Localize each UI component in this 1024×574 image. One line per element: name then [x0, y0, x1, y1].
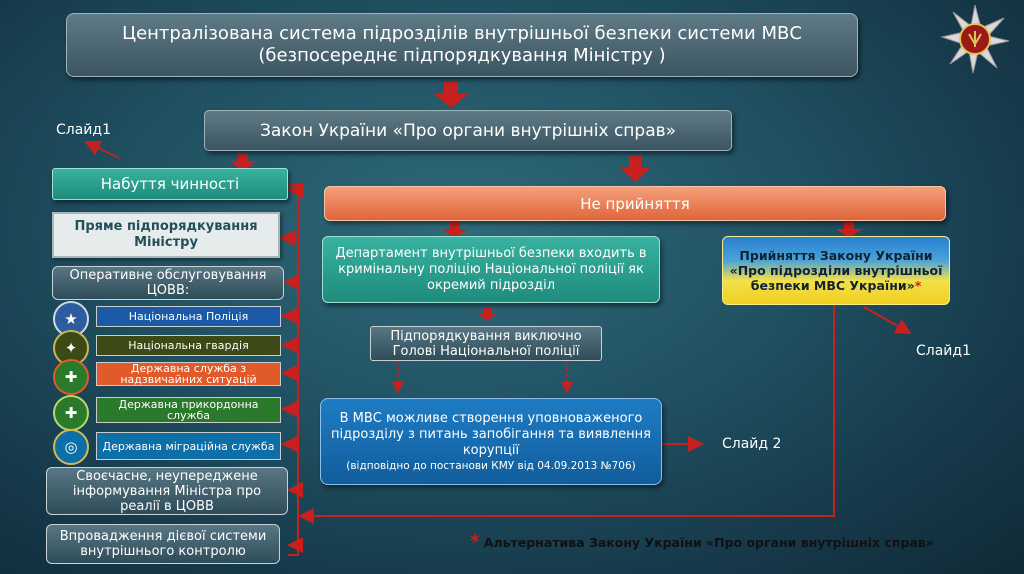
- header-title-line2: (безпосереднє підпорядкування Міністру ): [258, 45, 666, 66]
- entry-force-box: Набуття чинності: [52, 168, 288, 200]
- internal-control-text: Впровадження дієвої системи внутрішнього…: [59, 529, 267, 559]
- border-cross-icon: ✚: [53, 395, 89, 431]
- rescue-cross-icon: ✚: [53, 359, 89, 395]
- dashed-connectors: [392, 362, 573, 394]
- header-title-box: Централізована система підрозділів внутр…: [66, 13, 858, 77]
- adoption-law-box: Прийняття Закону України «Про підрозділи…: [722, 236, 950, 305]
- law-box-text: Закон України «Про органи внутрішніх спр…: [259, 120, 677, 141]
- footnote-text: Альтернатива Закону України «Про органи …: [483, 535, 934, 550]
- not-adopted-text: Не прийняття: [580, 194, 690, 213]
- header-title-line1: Централізована система підрозділів внутр…: [122, 23, 802, 44]
- block-arrow-law-to-right: [620, 155, 650, 182]
- entry-force-text: Набуття чинності: [100, 175, 240, 193]
- block-arrow-law-to-left: [230, 153, 256, 172]
- department-text: Департамент внутрішньої безпеки входить …: [335, 245, 647, 293]
- law-box: Закон України «Про органи внутрішніх спр…: [204, 110, 732, 151]
- block-arrow-to-subordination: [477, 307, 497, 321]
- thin-connectors: [84, 140, 912, 556]
- block-arrow-header-to-law: [434, 82, 468, 108]
- operative-service-text: Оперативне обслуговування ЦОВВ:: [69, 268, 267, 298]
- adoption-law-text: Прийняття Закону України «Про підрозділи…: [729, 248, 943, 293]
- mvs-possible-main: В МВС можливе створення уповноваженого п…: [331, 410, 651, 458]
- service-national-guard: Національна гвардія: [96, 335, 281, 356]
- mvs-possible-box: В МВС можливе створення уповноваженого п…: [320, 398, 662, 485]
- block-arrow-to-department: [442, 222, 468, 238]
- department-box: Департамент внутрішньої безпеки входить …: [322, 236, 660, 303]
- police-star-icon: ★: [53, 301, 89, 337]
- timely-info-text: Своєчасне, неупереджене інформування Мін…: [72, 468, 262, 514]
- service-migration: Державна міграційна служба: [96, 432, 281, 460]
- not-adopted-bar: Не прийняття: [324, 186, 946, 221]
- slide-label-mid[interactable]: Слайд 2: [722, 436, 782, 452]
- direct-subordination-box: Пряме підпорядкування Міністру: [52, 212, 280, 258]
- service-national-police: Національна Поліція: [96, 306, 281, 327]
- mvs-possible-note: (відповідно до постанови КМУ від 04.09.2…: [346, 459, 636, 472]
- subordination-head-text: Підпорядкування виключно Голові Націонал…: [390, 328, 582, 359]
- adoption-law-asterisk: *: [914, 278, 922, 293]
- slide-label-right[interactable]: Слайд1: [916, 343, 971, 359]
- operative-service-box: Оперативне обслуговування ЦОВВ:: [52, 266, 284, 300]
- footnote: * Альтернатива Закону України «Про орган…: [470, 531, 934, 552]
- migration-globe-icon: ◎: [53, 429, 89, 465]
- ministry-emblem-icon: [940, 4, 1010, 74]
- slide-label-left[interactable]: Слайд1: [56, 122, 111, 138]
- block-arrow-to-adoption: [836, 222, 862, 238]
- timely-info-box: Своєчасне, неупереджене інформування Мін…: [46, 467, 288, 515]
- subordination-head-box: Підпорядкування виключно Голові Націонал…: [370, 326, 602, 361]
- direct-subordination-text: Пряме підпорядкування Міністру: [74, 219, 258, 250]
- internal-control-box: Впровадження дієвої системи внутрішнього…: [46, 524, 280, 564]
- service-emergency: Державна служба з надзвичайних ситуацій: [96, 362, 281, 386]
- footnote-asterisk: *: [470, 531, 480, 552]
- service-border: Державна прикордонна служба: [96, 397, 281, 423]
